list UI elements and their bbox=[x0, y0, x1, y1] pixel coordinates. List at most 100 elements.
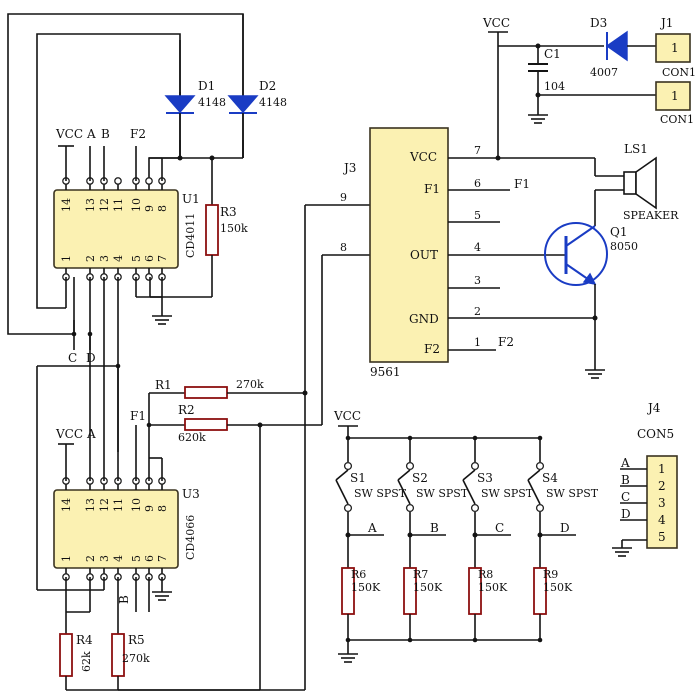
j3-ref: J3 bbox=[342, 161, 356, 175]
u1-pinnum-3: 3 bbox=[98, 255, 111, 262]
u1-ref: U1 bbox=[182, 192, 200, 206]
transistor-q1: Q1 8050 bbox=[544, 222, 638, 379]
switch-net-d: D bbox=[560, 521, 570, 535]
resistor-r3: R3 150k bbox=[136, 204, 248, 298]
u1-pin-9 bbox=[145, 177, 153, 185]
j4-pin-4: 4 bbox=[658, 513, 666, 527]
d2-ref: D2 bbox=[259, 79, 276, 93]
u1-pinnum-2: 2 bbox=[84, 255, 97, 262]
u3-pinnum-4: 4 bbox=[112, 555, 125, 562]
j3-f2-label: F2 bbox=[424, 342, 440, 356]
u1-pinnum-8: 8 bbox=[156, 205, 169, 212]
d2-value: 4148 bbox=[259, 96, 287, 109]
u3-pinnum-6: 6 bbox=[143, 555, 156, 562]
j4-pin-3: 3 bbox=[658, 496, 666, 510]
j2-pin: 1 bbox=[671, 89, 679, 103]
resistor-r1: R1 270k bbox=[149, 378, 305, 399]
switch-ref: S2 bbox=[412, 471, 428, 485]
u1-vcc-label: VCC bbox=[55, 127, 83, 141]
c1-value: 104 bbox=[544, 80, 565, 93]
j4-net-c: C bbox=[621, 490, 630, 504]
switch-ref: S4 bbox=[542, 471, 558, 485]
u3-vcc-label: VCC bbox=[55, 427, 83, 441]
j3-pin-3: 3 bbox=[474, 274, 481, 287]
speaker-ls1: LS1 SPEAKER bbox=[594, 142, 679, 226]
u1-pinnum-12: 12 bbox=[98, 198, 111, 212]
u3-pinnum-8: 8 bbox=[156, 505, 169, 512]
switch-net-c: C bbox=[495, 521, 504, 535]
j3-pin-6: 6 bbox=[474, 177, 481, 190]
net-d-label: D bbox=[86, 351, 96, 365]
r3-ref: R3 bbox=[220, 205, 237, 219]
j3-pin-5: 5 bbox=[474, 209, 481, 222]
d1-value: 4148 bbox=[198, 96, 226, 109]
u3-pinnum-14: 14 bbox=[60, 498, 73, 512]
r5-ref: R5 bbox=[128, 633, 145, 647]
q1-value: 8050 bbox=[610, 240, 638, 253]
j3-gnd-label: GND bbox=[409, 312, 439, 326]
power-input: VCC C1 104 bbox=[482, 16, 656, 161]
r3-value: 150k bbox=[220, 222, 248, 235]
u1-pinnum-14: 14 bbox=[60, 198, 73, 212]
j3-pin-9: 9 bbox=[340, 191, 347, 204]
j4-label: CON5 bbox=[637, 427, 674, 441]
u1-a-label: A bbox=[86, 127, 96, 141]
switch-type: SW SPST bbox=[354, 487, 407, 500]
connector-j1[interactable]: 1 J1 CON1 bbox=[655, 16, 696, 79]
connector-j2[interactable]: 1 CON1 bbox=[655, 81, 694, 126]
feedback-wires bbox=[7, 13, 244, 335]
u3-pinnum-5: 5 bbox=[130, 555, 143, 562]
d3-value: 4007 bbox=[590, 66, 618, 79]
u1-pin-11 bbox=[114, 177, 122, 185]
j3-pin-2: 2 bbox=[474, 305, 481, 318]
u1-pinnum-11: 11 bbox=[112, 198, 125, 212]
j3-net-f1: F1 bbox=[514, 177, 530, 191]
u3-part: CD4066 bbox=[184, 515, 197, 560]
u1-pinnum-10: 10 bbox=[130, 198, 143, 212]
resistor-r7-value: 150K bbox=[413, 581, 443, 594]
resistor-r5: R5 270k bbox=[111, 633, 150, 690]
switch-type: SW SPST bbox=[481, 487, 534, 500]
c1-ref: C1 bbox=[544, 47, 561, 61]
resistor-r8-value: 150K bbox=[478, 581, 508, 594]
resistor-r6-ref: R6 bbox=[351, 568, 366, 581]
r4-ref: R4 bbox=[76, 633, 93, 647]
r2-value: 620k bbox=[178, 431, 206, 444]
switch-net-b: B bbox=[430, 521, 439, 535]
u1-pinnum-4: 4 bbox=[112, 255, 125, 262]
r1-ref: R1 bbox=[155, 378, 172, 392]
u1-pinnum-13: 13 bbox=[84, 198, 97, 212]
u3-f1-label: F1 bbox=[130, 409, 146, 423]
switch-ref: S1 bbox=[350, 471, 366, 485]
u3-pinnum-12: 12 bbox=[98, 498, 111, 512]
j1-ref: J1 bbox=[659, 16, 673, 30]
j4-net-a: A bbox=[620, 456, 630, 470]
r5-value: 270k bbox=[122, 652, 150, 665]
u3-a-label: A bbox=[86, 427, 96, 441]
u3-pinnum-11: 11 bbox=[112, 498, 125, 512]
diode-d3: D3 4007 bbox=[590, 16, 656, 79]
j2-label: CON1 bbox=[660, 113, 694, 126]
u1-pin-6 bbox=[145, 273, 153, 281]
diode-d2: D2 4148 bbox=[227, 14, 287, 158]
r2-ref: R2 bbox=[178, 403, 195, 417]
u3-pinnum-2: 2 bbox=[84, 555, 97, 562]
j4-pin-5: 5 bbox=[658, 530, 666, 544]
u1-pinnum-1: 1 bbox=[60, 255, 73, 262]
resistor-r2: R2 620k bbox=[149, 403, 322, 444]
u3-pinnum-1: 1 bbox=[60, 555, 73, 562]
u3-pinnum-13: 13 bbox=[84, 498, 97, 512]
vcc-top-label: VCC bbox=[482, 16, 510, 30]
u3-pinnum-9: 9 bbox=[143, 505, 156, 512]
j3-pin-8: 8 bbox=[340, 241, 347, 254]
u1-b-label: B bbox=[101, 127, 110, 141]
